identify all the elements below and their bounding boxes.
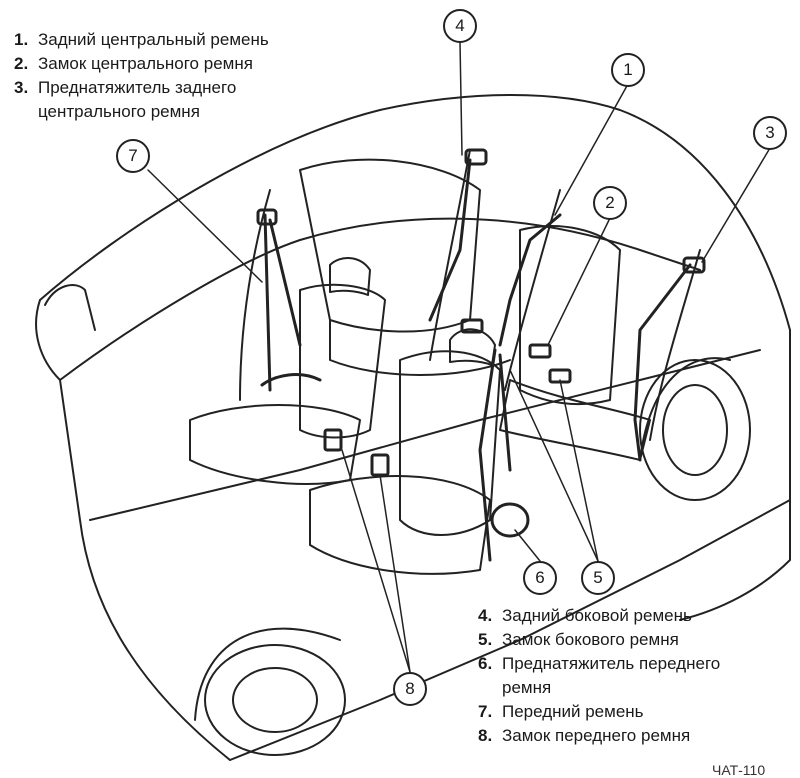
legend-item-3: 3. Преднатяжитель заднего центрального р…: [14, 76, 284, 124]
legend-text: Преднатяжитель переднего ремня: [502, 654, 721, 697]
legend-text: Замок переднего ремня: [502, 726, 691, 745]
car-body: [35, 94, 791, 761]
legend-item-1: 1. Задний центральный ремень: [14, 28, 334, 52]
callout-3: 3: [753, 116, 787, 150]
legend-item-5: 5. Замок бокового ремня: [478, 628, 778, 652]
legend-text: Задний боковой ремень: [502, 606, 692, 625]
legend-item-7: 7. Передний ремень: [478, 700, 778, 724]
rear-seat: [299, 158, 651, 461]
legend-text: Передний ремень: [502, 702, 644, 721]
legend-number: 8.: [478, 726, 493, 745]
legend-top-left: 1. Задний центральный ремень 2. Замок це…: [14, 28, 334, 124]
callout-6: 6: [523, 561, 557, 595]
legend-bottom-right: 4. Задний боковой ремень 5. Замок боково…: [478, 604, 778, 748]
callout-1: 1: [611, 53, 645, 87]
legend-item-8: 8. Замок переднего ремня: [478, 724, 778, 748]
callout-8: 8: [393, 672, 427, 706]
callout-2: 2: [593, 186, 627, 220]
legend-item-6: 6. Преднатяжитель переднего ремня: [478, 652, 748, 700]
front-right-seat: [309, 328, 501, 575]
legend-number: 3.: [14, 78, 29, 97]
legend-number: 6.: [478, 654, 493, 673]
legend-number: 1.: [14, 30, 29, 49]
legend-number: 2.: [14, 54, 29, 73]
legend-item-4: 4. Задний боковой ремень: [478, 604, 778, 628]
leader-lines: [147, 41, 771, 673]
legend-text: Замок центрального ремня: [38, 54, 253, 73]
seatbelts: [256, 148, 706, 562]
callout-7: 7: [116, 139, 150, 173]
figure-code: ЧАТ-110: [712, 762, 766, 778]
front-left-seat: [189, 257, 386, 485]
legend-text: Замок бокового ремня: [502, 630, 679, 649]
legend-text: Преднатяжитель заднего центрального ремн…: [38, 78, 237, 121]
legend-number: 5.: [478, 630, 493, 649]
legend-number: 4.: [478, 606, 493, 625]
legend-item-2: 2. Замок центрального ремня: [14, 52, 334, 76]
callout-4: 4: [443, 9, 477, 43]
callout-5: 5: [581, 561, 615, 595]
legend-number: 7.: [478, 702, 493, 721]
legend-text: Задний центральный ремень: [38, 30, 269, 49]
